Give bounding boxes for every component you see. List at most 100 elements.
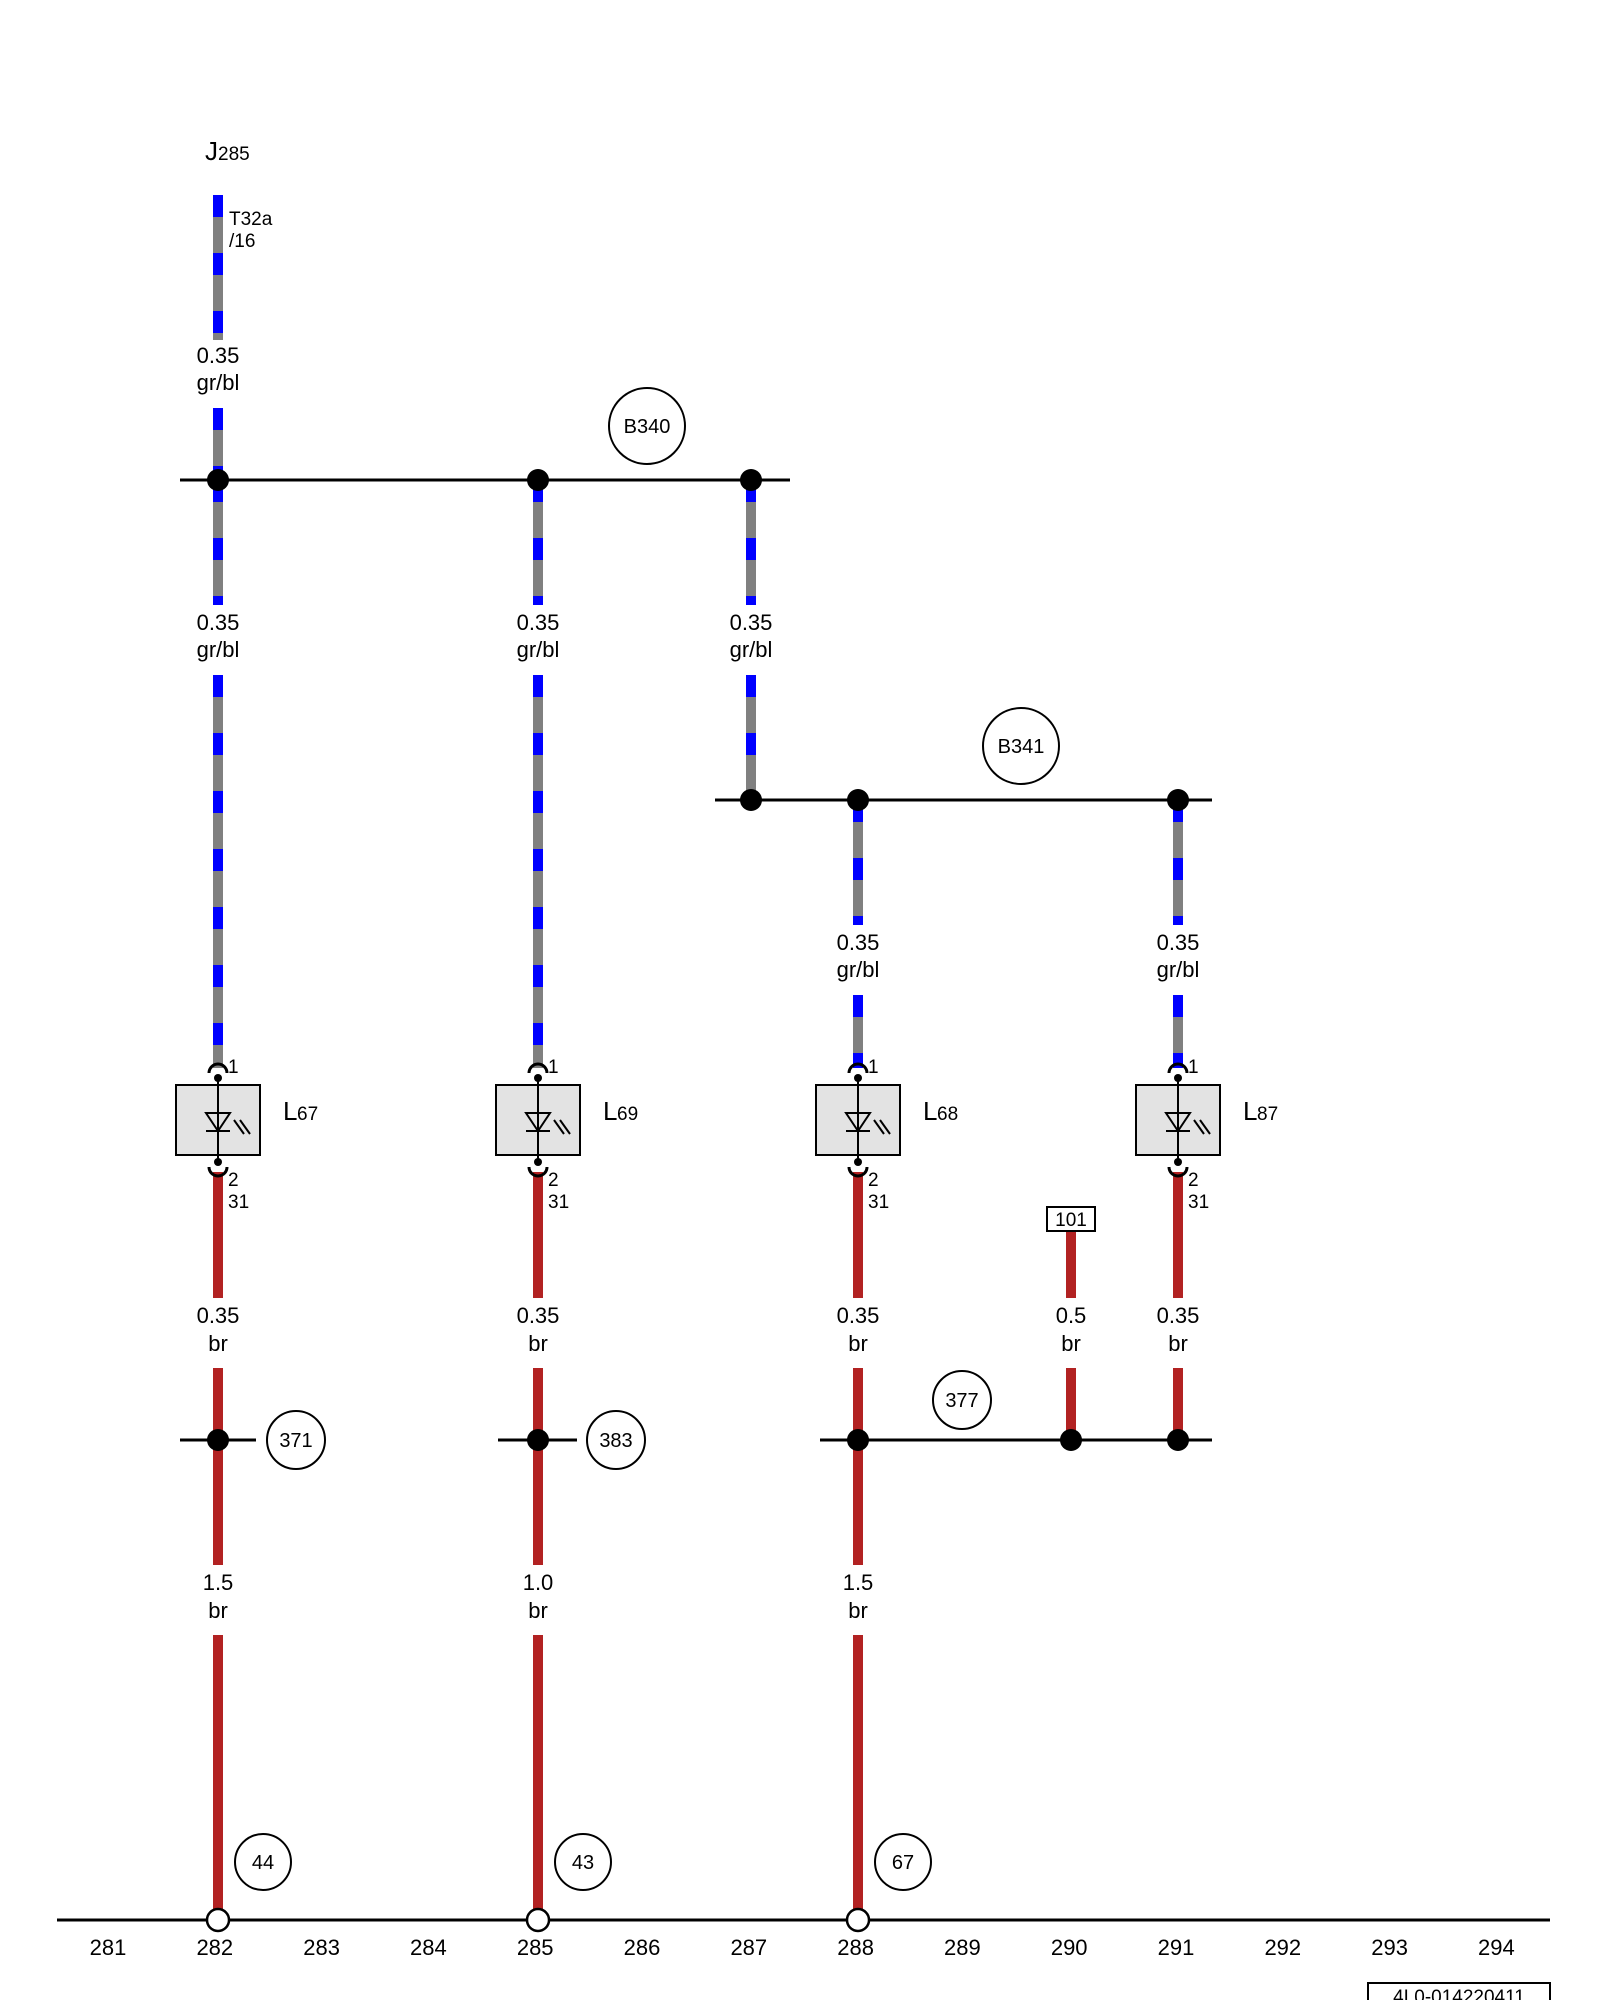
pin-bottom-label: 2	[228, 1170, 239, 1191]
pin-dot	[214, 1074, 222, 1082]
wire-color: br	[1061, 1331, 1081, 1356]
grid-number: 289	[944, 1935, 981, 1960]
wire-size: 0.35	[517, 1303, 560, 1328]
junction-dot	[207, 469, 229, 491]
grid-number: 281	[90, 1935, 127, 1960]
junction-371-label: 371	[279, 1430, 312, 1452]
terminal-label: 31	[1188, 1192, 1209, 1213]
component-number: 87	[1257, 1104, 1278, 1125]
connector-box	[1046, 1206, 1096, 1232]
wire-color: gr/bl	[197, 637, 240, 662]
light-rays-icon	[233, 1119, 251, 1135]
ground-ref-43: 43	[572, 1852, 594, 1874]
plug-top-icon	[1167, 1062, 1189, 1074]
plug-bottom-icon	[1167, 1166, 1189, 1178]
dot-layer	[205, 469, 1189, 1933]
terminal-label: 31	[868, 1192, 889, 1213]
wire-size: 0.35	[197, 343, 240, 368]
pin-top-label: 1	[548, 1057, 559, 1078]
grid-number: 288	[837, 1935, 874, 1960]
led-diode-icon	[524, 1112, 552, 1133]
document-id-frame	[1367, 1982, 1551, 2000]
ground-ref-circle	[234, 1833, 292, 1891]
terminal-label: 31	[548, 1192, 569, 1213]
wire-color: br	[208, 1331, 228, 1356]
junction-circle	[932, 1370, 992, 1430]
pin-dot	[854, 1074, 862, 1082]
component-letter: L	[283, 1096, 297, 1126]
wire-labels: 0.35 gr/bl 0.35 gr/bl 0.35 gr/bl 0.35 gr…	[197, 343, 1200, 1623]
plug-bottom-icon	[207, 1166, 229, 1178]
wire-color: br	[848, 1598, 868, 1623]
wire-size: 0.5	[1056, 1303, 1087, 1328]
control-unit-number: 285	[218, 144, 250, 165]
junction-dot	[847, 789, 869, 811]
wire-color: gr/bl	[730, 637, 773, 662]
control-unit-j285: J 285 T32a /16	[205, 136, 273, 252]
junction-383-label: 383	[599, 1430, 632, 1452]
component-number: 68	[937, 1104, 958, 1125]
grid-number: 284	[410, 1935, 447, 1960]
junction-dot	[1060, 1429, 1082, 1451]
junction-dot	[740, 469, 762, 491]
junction-circle	[266, 1410, 326, 1470]
pin-dot	[214, 1158, 222, 1166]
grid-number: 292	[1264, 1935, 1301, 1960]
plug-top-icon	[847, 1062, 869, 1074]
terminal-label: 31	[228, 1192, 249, 1213]
document-id: 4L0-014220411	[1393, 1987, 1525, 2000]
grid-number: 291	[1158, 1935, 1195, 1960]
control-unit-letter: J	[205, 136, 218, 166]
wire-color: gr/bl	[197, 370, 240, 395]
grid-number: 286	[624, 1935, 661, 1960]
wire-size: 1.0	[523, 1570, 554, 1595]
document-id-box: 4L0-014220411	[1367, 1982, 1551, 2000]
component-letter: L	[603, 1096, 617, 1126]
wire-color: br	[528, 1598, 548, 1623]
light-rays-icon	[1193, 1119, 1211, 1135]
pin-dot	[854, 1158, 862, 1166]
connector-101-label: 101	[1055, 1210, 1087, 1231]
ground-terminal	[845, 1907, 871, 1933]
grid-number: 283	[303, 1935, 340, 1960]
pin-bottom-label: 2	[1188, 1170, 1199, 1191]
junction-dot	[207, 1429, 229, 1451]
plug-top-icon	[207, 1062, 229, 1074]
pin-bottom-label: 2	[868, 1170, 879, 1191]
wire-color: br	[208, 1598, 228, 1623]
component-letter: L	[1243, 1096, 1257, 1126]
ground-ref-circle	[874, 1833, 932, 1891]
wire-size: 0.35	[730, 610, 773, 635]
grid-number: 287	[730, 1935, 767, 1960]
junction-labels: B340 B341 371 383 377	[266, 387, 1060, 1470]
led-diode-icon	[1164, 1112, 1192, 1133]
pin-bottom-label: 2	[548, 1170, 559, 1191]
wire-size: 0.35	[837, 1303, 880, 1328]
junction-377-label: 377	[945, 1390, 978, 1412]
grid-number: 294	[1478, 1935, 1515, 1960]
junction-circle	[586, 1410, 646, 1470]
component-letter: L	[923, 1096, 937, 1126]
junction-circle	[608, 387, 686, 465]
pin-dot	[1174, 1158, 1182, 1166]
junction-dot	[847, 1429, 869, 1451]
ground-ref-44: 44	[252, 1852, 274, 1874]
wire-size: 0.35	[517, 610, 560, 635]
connector-101: 101	[1046, 1206, 1096, 1232]
junction-dot	[1167, 789, 1189, 811]
wire-layer	[213, 195, 1183, 1920]
pin-top-label: 1	[228, 1057, 239, 1078]
junction-dot	[527, 1429, 549, 1451]
wire-color: gr/bl	[517, 637, 560, 662]
junction-b341-label: B341	[998, 736, 1045, 758]
grid-number: 293	[1371, 1935, 1408, 1960]
wire-size: 0.35	[197, 610, 240, 635]
wire-size: 1.5	[203, 1570, 234, 1595]
wire-color: gr/bl	[837, 957, 880, 982]
plug-bottom-icon	[527, 1166, 549, 1178]
pin-dot	[534, 1158, 542, 1166]
pin-top-label: 1	[868, 1057, 879, 1078]
